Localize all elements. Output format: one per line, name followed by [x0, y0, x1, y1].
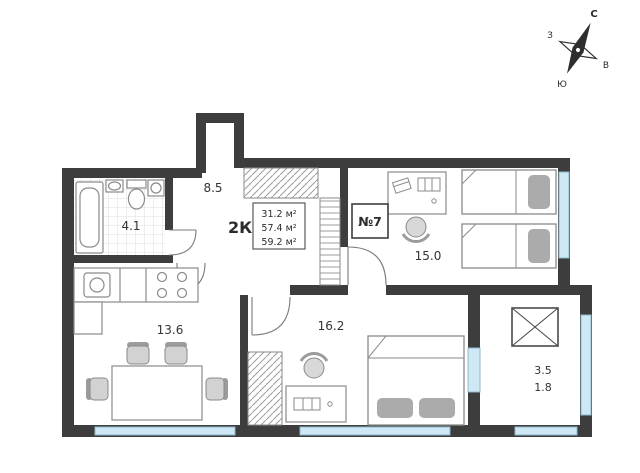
desk-icon	[285, 385, 347, 423]
chair-icon	[205, 377, 228, 401]
room-label-loggia-full: 3.5	[534, 364, 552, 377]
door-bedroom	[347, 246, 387, 286]
toilet-icon	[126, 179, 147, 210]
kitchen-counter	[73, 267, 199, 335]
wardrobe-room-second-icon	[247, 351, 283, 426]
compass-north-label: С	[590, 9, 597, 20]
compass-south-label: Ю	[557, 80, 567, 90]
room-labels: 8.5 4.1 15.0 13.6 16.2 3.5 1.8	[121, 181, 551, 394]
bedroom-furniture	[387, 169, 557, 269]
room-label-bedroom: 15.0	[415, 249, 442, 263]
desk-chair-icon	[299, 351, 329, 379]
dining-table-icon	[111, 365, 203, 421]
windows	[94, 171, 592, 436]
bathtub-icon	[75, 181, 104, 254]
bathroom-fixtures	[75, 179, 165, 254]
single-bed-icon	[461, 223, 557, 269]
fridge-icon	[73, 301, 103, 335]
desk-icon	[387, 171, 447, 215]
apartment-number-box	[351, 203, 389, 239]
desk-chair-icon	[401, 216, 431, 244]
window-room-second	[299, 426, 451, 436]
wardrobes	[243, 167, 341, 426]
shaft-icon	[511, 307, 559, 347]
area-living-label: 31.2 м²	[261, 209, 296, 220]
room-label-room-second: 16.2	[318, 319, 345, 333]
area-full-label: 59.2 м²	[261, 237, 296, 248]
wardrobe-corridor-icon	[319, 197, 341, 286]
door-room-second	[251, 296, 291, 336]
compass-rose: С В Ю З	[547, 9, 609, 90]
compass-west-label: З	[547, 31, 553, 41]
room-label-kitchen-living: 13.6	[157, 323, 184, 337]
compass-hub	[575, 47, 581, 53]
chair-icon	[86, 377, 109, 401]
kitchen-sink-icon	[83, 272, 111, 298]
window-kitchen	[94, 426, 236, 436]
chair-icon	[164, 342, 188, 365]
room-second-furniture	[285, 335, 465, 426]
apartment-type-label: 2К	[228, 218, 252, 237]
door-bathroom	[168, 229, 197, 256]
double-bed-icon	[367, 335, 465, 426]
room-label-hallway: 8.5	[203, 181, 222, 195]
single-bed-icon	[461, 169, 557, 215]
chair-icon	[126, 342, 150, 365]
apartment-info: 2К 31.2 м² 57.4 м² 59.2 м²	[228, 202, 306, 250]
wardrobe-hall-icon	[243, 167, 319, 199]
window-loggia-side	[580, 314, 592, 416]
areas-box	[252, 202, 306, 250]
apartment-number: №7	[351, 203, 389, 239]
window-loggia-door	[467, 347, 481, 393]
compass-east-label: В	[603, 61, 609, 71]
dining-set	[86, 342, 228, 421]
window-bedroom	[558, 171, 570, 259]
washing-machine-icon	[147, 179, 165, 197]
room-label-bathroom: 4.1	[121, 219, 140, 233]
room-label-loggia-counted: 1.8	[534, 381, 552, 394]
apartment-number-label: №7	[358, 214, 382, 229]
sink-icon	[105, 179, 124, 193]
area-total-label: 57.4 м²	[261, 223, 296, 234]
window-loggia-bottom	[514, 426, 578, 436]
stove-icon	[156, 271, 188, 299]
